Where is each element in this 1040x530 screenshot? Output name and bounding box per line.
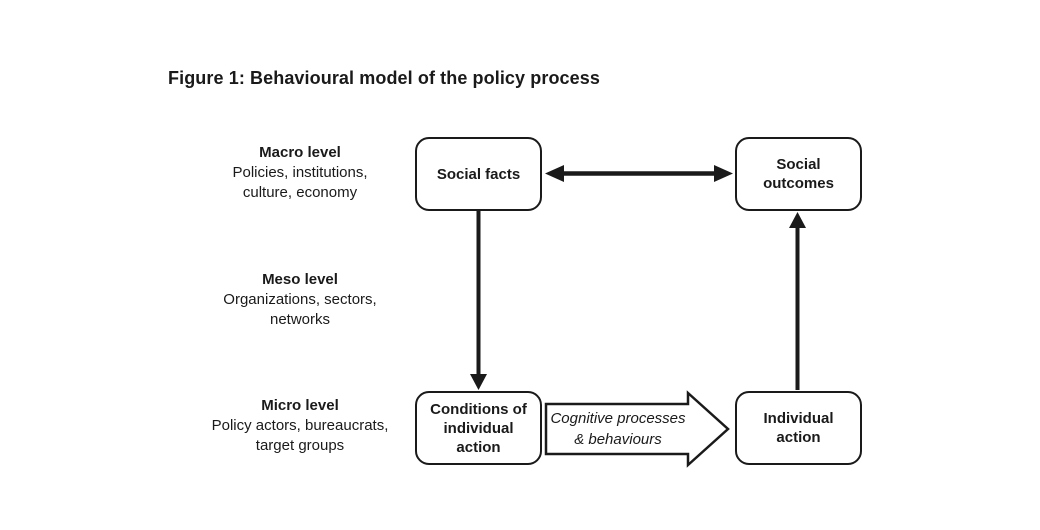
- bidirectional-arrow-right-head: [714, 165, 733, 182]
- individual-action-to-social-outcomes-arrow: [789, 212, 806, 390]
- social-facts-social-outcomes-arrow: [545, 165, 733, 182]
- bidirectional-arrow-left-head: [545, 165, 564, 182]
- cognitive-processes-label: Cognitive processes & behaviours: [550, 410, 686, 448]
- up-arrow-head: [789, 212, 806, 228]
- level-description-micro: Policy actors, bureaucrats, target group…: [211, 417, 389, 454]
- node-individual-action: Individual action: [735, 391, 862, 465]
- node-conditions-of-individual-action: Conditions of individual action: [415, 391, 542, 465]
- node-social-outcomes: Social outcomes: [735, 137, 862, 211]
- level-label-meso: Meso level Organizations, sectors, netwo…: [168, 270, 432, 330]
- level-label-micro: Micro level Policy actors, bureaucrats, …: [168, 396, 432, 456]
- level-name-meso: Meso level: [262, 271, 338, 288]
- level-name-macro: Macro level: [259, 144, 341, 161]
- figure-title: Figure 1: Behavioural model of the polic…: [168, 68, 600, 88]
- level-description-meso: Organizations, sectors, networks: [223, 291, 377, 328]
- node-social-facts: Social facts: [415, 137, 542, 211]
- level-description-macro: Policies, institutions, culture, economy: [232, 164, 368, 201]
- down-arrow-head: [470, 374, 487, 390]
- level-label-macro: Macro level Policies, institutions, cult…: [168, 143, 432, 203]
- cognitive-processes-block-arrow: [544, 390, 730, 468]
- social-facts-to-conditions-arrow: [470, 211, 487, 390]
- level-name-micro: Micro level: [261, 397, 339, 414]
